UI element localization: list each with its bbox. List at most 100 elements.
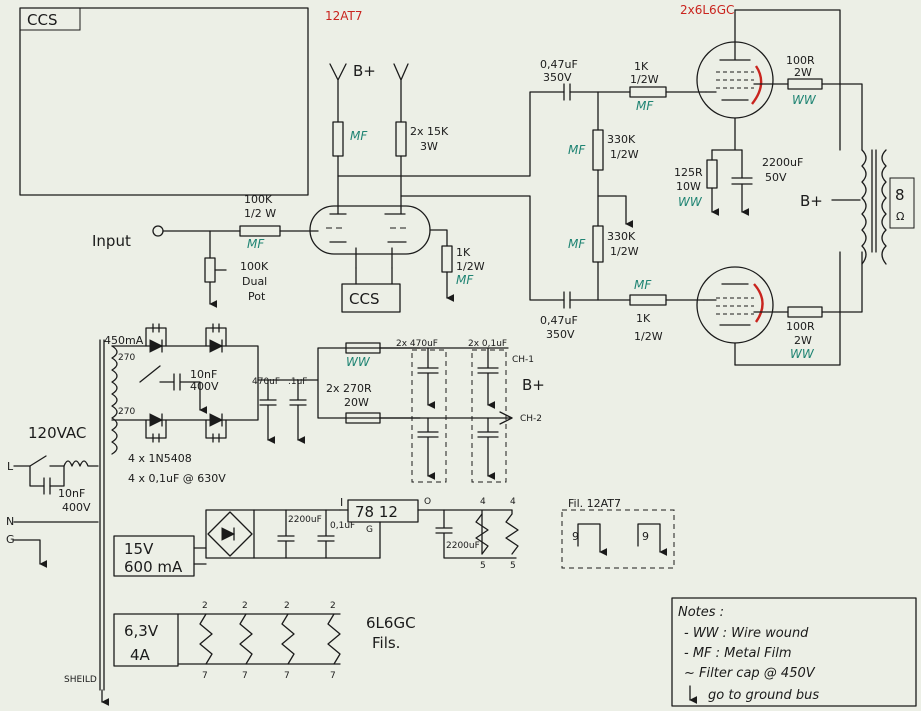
bridge-cap-voltage: 400V [190,380,219,393]
mains-voltage: 120VAC [28,424,86,442]
ch1-label: CH-1 [512,355,534,365]
notes-ground: go to ground bus [708,688,819,703]
heater-pin-4a: 4 [480,497,486,507]
mains-cap: 10nF [58,487,85,500]
grid-stop-bot-type: MF [634,278,652,292]
heater-pin-bottom: 7 [202,671,208,681]
grid-leak-top-value: 330K [607,133,636,146]
diode-cap-list: 4 x 0,1uF @ 630V [128,472,226,485]
fil-label: Fil. 12AT7 [568,497,621,510]
heater-pin-top: 2 [284,601,290,611]
notes-filter: ~ Filter cap @ 450V [684,666,816,681]
heater-pin-top: 2 [242,601,248,611]
grid-stop-top-power: 1/2W [630,73,659,86]
coupling-cap-top-voltage: 350V [543,71,572,84]
grid-resistor-value: 100K [244,193,273,206]
cathode-r-type: WW [678,195,703,209]
mains-n: N [6,515,14,528]
regulator-pin-g: G [366,525,373,535]
power-tube-title: 2x6L6GC [680,3,734,17]
plate-resistor-value: 2x 15K [410,125,449,138]
heater-pins-top: 2 2 2 2 [202,601,336,611]
coupling-cap-top-value: 0,47uF [540,58,578,71]
hv-tap-1: 270 [118,353,135,363]
hv-resistors: 2x 270R [326,382,372,395]
grid-leak-bot-power: 1/2W [610,245,639,258]
supply-bplus-label: B+ [522,376,545,394]
plate-resistor-power: 3W [420,140,438,153]
grid-resistor-power: 1/2 W [244,207,276,220]
screen-top-type: WW [792,93,817,107]
regulator-pin-i: I [340,496,343,509]
coupling-cap-bot-voltage: 350V [546,328,575,341]
heater-cap-2: 0,1uF [330,521,355,531]
screen-bot-type: WW [790,347,815,361]
preamp-ccs-label: CCS [349,290,379,308]
heater-pin-4b: 4 [510,497,516,507]
power-heater-current: 4A [130,646,151,664]
transformer-tap: 8 [895,186,905,204]
screen-top-power: 2W [794,66,812,79]
grid-stop-bot-value: 1K [636,312,651,325]
bridge-cap: 10nF [190,368,217,381]
input-label: Input [92,232,131,250]
ch2-label: CH-2 [520,414,542,424]
mains-cap-voltage: 400V [62,501,91,514]
preamp-bplus-label: B+ [353,62,376,80]
power-heater-label-1: 6L6GC [366,614,416,632]
preamp-stage: B+ MF 2x 15K 3W CCS Input 100K 1/2 W MF [92,62,565,313]
output-bplus-label: B+ [800,192,823,210]
hv-current: 450mA [104,334,144,347]
cathode-r-power: 10W [676,180,701,193]
hv-cap-2: .1uF [288,377,307,387]
regulator-pin-o: O [424,497,431,507]
regulator-label: 78 12 [355,503,398,521]
hv-cap-1: 470uF [252,377,280,387]
notes-title: Notes : [678,605,724,620]
screen-bot-value: 100R [786,320,815,333]
hv-resistors-power: 20W [344,396,369,409]
grid-resistor-type: MF [247,237,265,251]
heater-pin-bottom: 7 [284,671,290,681]
cathode-resistor-power: 1/2W [456,260,485,273]
coupling-network: 0,47uF 350V 1K 1/2W MF MF 330K 1/2W MF 3… [540,58,707,343]
power-heater-label-2: Fils. [372,634,400,652]
heater-winding: 15V [124,540,154,558]
grid-leak-bot-value: 330K [607,230,636,243]
hv-supply: 120VAC L N G 10nF 400V SHEILD 450mA 270 … [6,323,545,706]
output-stage: 100R 2W WW 125R 10W WW 2200uF 50V 100R 2… [674,9,915,366]
mains-l: L [7,460,14,473]
shield-label: SHEILD [64,675,97,685]
screen-top-value: 100R [786,54,815,67]
notes-ww: - WW : Wire wound [684,626,809,641]
heater-pin-top: 2 [202,601,208,611]
heater-pin-top: 2 [330,601,336,611]
grid-leak-bot-type: MF [568,237,586,251]
grid-leak-top-power: 1/2W [610,148,639,161]
plate-resistor-type: MF [350,129,368,143]
fil-pin-1: 9 [572,530,579,543]
pot-value: 100K [240,260,269,273]
fil-pin-2: 9 [642,530,649,543]
grid-stop-top-value: 1K [634,60,649,73]
heater-pin-bottom: 7 [242,671,248,681]
heater-supply: 15V 600 mA 2200uF 0,1uF 78 12 I O G 2200… [113,496,675,577]
hv-tap-2: 270 [118,407,135,417]
heater-cap-3: 2200uF [446,541,480,551]
cathode-r-value: 125R [674,166,703,179]
cathode-c-voltage: 50V [765,171,787,184]
ohm-symbol: Ω [896,210,904,223]
ccs-box-label: CCS [27,11,57,29]
power-heaters: 6,3V 4A 2 2 2 2 7 7 7 7 6L6GC Fils. [113,601,416,681]
power-heater-voltage: 6,3V [124,622,159,640]
grid-stop-bot-power: 1/2W [634,330,663,343]
grid-stop-top-type: MF [636,99,654,113]
screen-bot-power: 2W [794,334,812,347]
diode-list: 4 x 1N5408 [128,452,192,465]
preamp-tube-title: 12AT7 [325,9,363,23]
ccs-module-box: CCS [19,7,309,196]
cathode-resistor-value: 1K [456,246,471,259]
heater-pin-5a: 5 [480,561,486,571]
